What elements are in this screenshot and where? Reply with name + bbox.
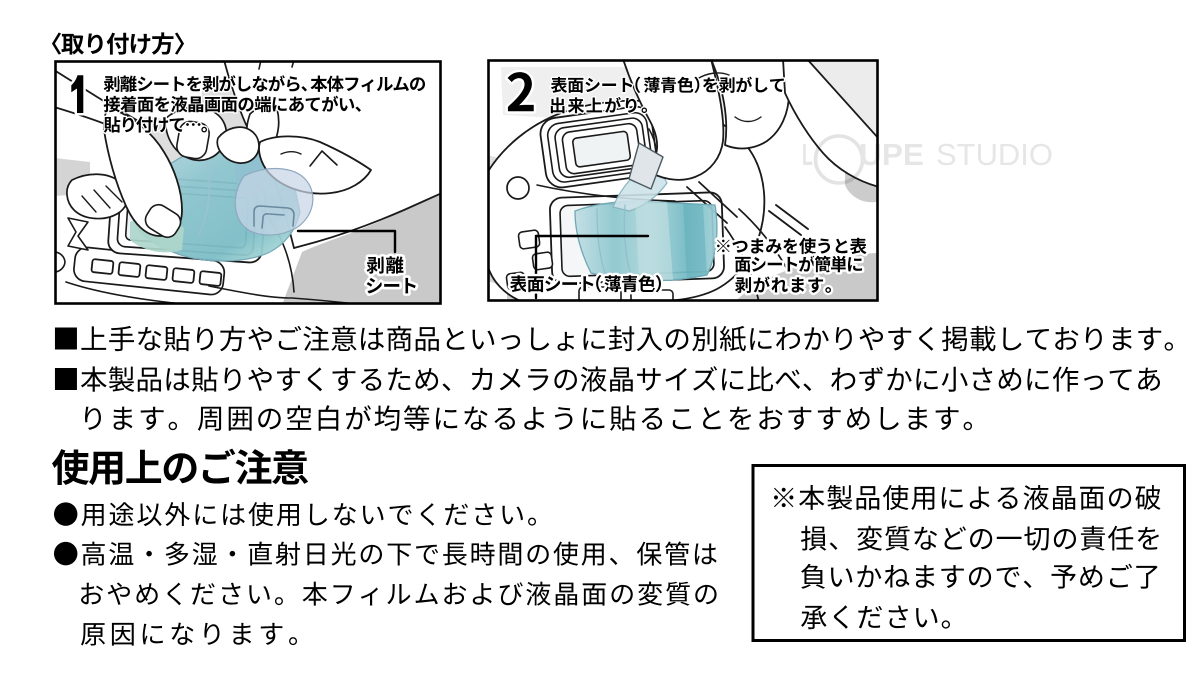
svg-text:STUDIO: STUDIO bbox=[936, 138, 1053, 172]
svg-text:UPE: UPE bbox=[859, 138, 924, 172]
svg-text:L: L bbox=[802, 138, 813, 172]
